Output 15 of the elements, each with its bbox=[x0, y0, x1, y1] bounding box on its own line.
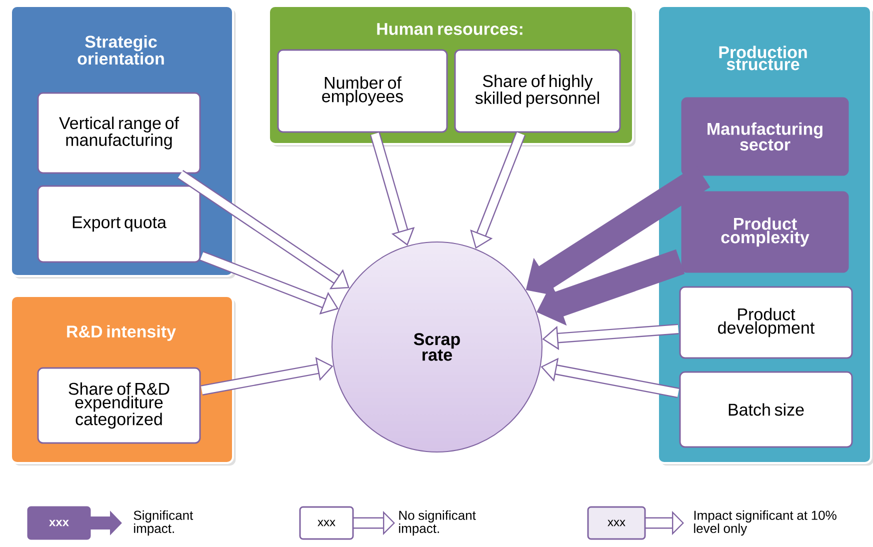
legend-text: No significant impact. bbox=[399, 510, 476, 536]
factor-box: Number of employees bbox=[277, 49, 448, 133]
factor-box: Vertical range of manufacturing bbox=[37, 92, 201, 174]
factor-box: Product complexity bbox=[681, 191, 849, 273]
factor-box: Product development bbox=[679, 286, 853, 359]
factor-box: Share of highly skilled personnel bbox=[454, 49, 621, 133]
legend-text: Significant impact. bbox=[134, 510, 194, 536]
legend-text: Impact significant at 10% level only bbox=[694, 510, 836, 536]
factor-box: Manufacturing sector bbox=[681, 97, 849, 176]
factor-box: Batch size bbox=[679, 371, 853, 448]
legend-sample: xxx bbox=[587, 506, 684, 540]
block-arrow bbox=[177, 170, 350, 290]
factor-box: Share of R&D expenditure categorized bbox=[37, 367, 201, 444]
legend-sample: xxx bbox=[299, 506, 395, 540]
factor-box: Export quota bbox=[37, 185, 201, 263]
